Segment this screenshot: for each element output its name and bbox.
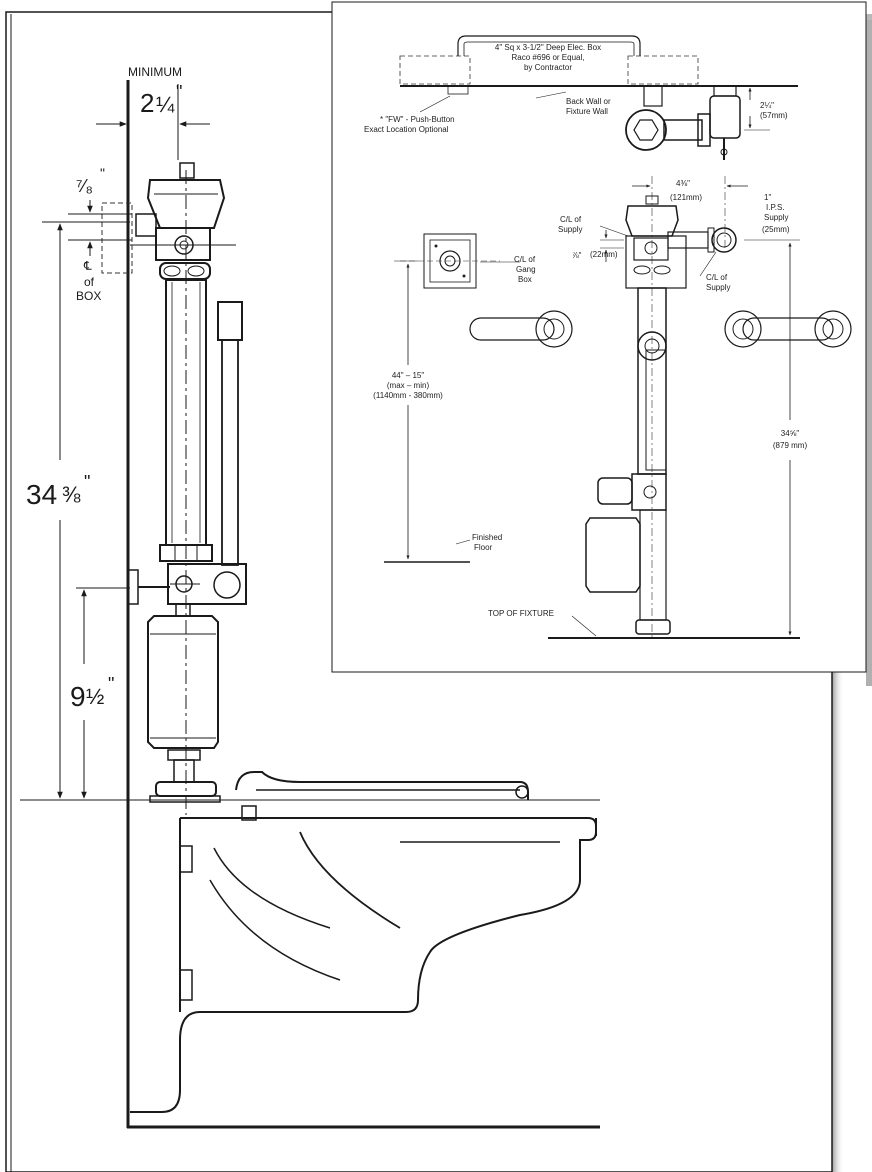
- dim-box-height-label: 44" – 15" (max – min) (1140mm - 380mm): [373, 371, 443, 400]
- svg-text:(57mm): (57mm): [760, 111, 788, 120]
- svg-text:BOX: BOX: [76, 289, 101, 303]
- dim-seven-eighths-label: ⅞" (22mm): [572, 250, 618, 260]
- svg-text:(22mm): (22mm): [590, 250, 618, 259]
- svg-text:Floor: Floor: [474, 543, 493, 552]
- svg-text:* "FW" - Push-Button: * "FW" - Push-Button: [380, 115, 455, 124]
- top-of-fixture-label: TOP OF FIXTURE: [488, 609, 554, 618]
- toilet-bowl: [130, 771, 597, 1113]
- cl-of-supply-right-label: C/L of Supply: [706, 273, 730, 292]
- svg-text:(max – min): (max – min): [387, 381, 430, 390]
- cl-of-supply-top-label: C/L of Supply: [558, 215, 582, 234]
- svg-text:MINIMUM: MINIMUM: [128, 65, 182, 79]
- dim-box-offset-label: ⁷⁄₈ ": [76, 165, 105, 196]
- push-button-note: * "FW" - Push-Button Exact Location Opti…: [364, 115, 455, 134]
- dim-fixture-height-label: 34⅝" (879 mm): [773, 429, 808, 450]
- svg-text:⁷⁄₈: ⁷⁄₈: [76, 176, 93, 196]
- svg-text:Box: Box: [518, 275, 532, 284]
- elec-box-note: 4" Sq x 3-1/2" Deep Elec. Box Raco #696 …: [495, 43, 601, 72]
- svg-text:Back Wall or: Back Wall or: [566, 97, 611, 106]
- svg-text:(25mm): (25mm): [762, 225, 790, 234]
- svg-text:Gang: Gang: [516, 265, 536, 274]
- inset-plan-view: [399, 35, 798, 160]
- minimum-label: MINIMUM: [128, 65, 182, 79]
- inset-elevation-view: [384, 176, 852, 640]
- svg-text:1": 1": [764, 193, 771, 202]
- svg-text:9: 9: [70, 681, 86, 712]
- dim-total-height-label: 34 ⅜ ": [26, 472, 90, 510]
- cl-of-box-label: ℄ of BOX: [76, 259, 101, 303]
- svg-text:2: 2: [140, 88, 154, 118]
- dim-top-offset-label: 2¼" (57mm): [760, 101, 788, 120]
- svg-text:Fixture Wall: Fixture Wall: [566, 107, 608, 116]
- svg-text:of: of: [84, 275, 95, 289]
- svg-text:(879 mm): (879 mm): [773, 441, 808, 450]
- svg-text:4" Sq x 3-1/2" Deep Elec. Box: 4" Sq x 3-1/2" Deep Elec. Box: [495, 43, 601, 52]
- svg-text:C/L of: C/L of: [706, 273, 728, 282]
- svg-text:44" – 15": 44" – 15": [392, 371, 425, 380]
- svg-text:I.P.S.: I.P.S.: [766, 203, 785, 212]
- dim-wall-offset-label: 2 ¼ ": [140, 82, 182, 118]
- svg-text:½: ½: [86, 684, 104, 709]
- svg-text:(121mm): (121mm): [670, 193, 702, 202]
- dim-supply-spacing-label: 4⅜" (121mm): [670, 179, 702, 202]
- svg-text:34: 34: [26, 479, 57, 510]
- cl-of-gang-box-label: C/L of Gang Box: [514, 255, 536, 284]
- svg-text:C/L of: C/L of: [514, 255, 536, 264]
- inset-panel: [331, 1, 872, 688]
- dim-lower-height-label: 9 ½ ": [70, 674, 114, 712]
- svg-text:": ": [100, 165, 105, 181]
- back-wall-note: Back Wall or Fixture Wall: [566, 97, 611, 116]
- svg-text:2¼": 2¼": [760, 101, 774, 110]
- svg-text:": ": [176, 82, 182, 102]
- svg-text:Raco #696 or Equal,: Raco #696 or Equal,: [512, 53, 585, 62]
- main-dimensions: [42, 84, 210, 799]
- svg-text:by Contractor: by Contractor: [524, 63, 572, 72]
- svg-text:Supply: Supply: [558, 225, 582, 234]
- svg-text:⅜: ⅜: [62, 482, 81, 507]
- svg-text:TOP OF FIXTURE: TOP OF FIXTURE: [488, 609, 554, 618]
- svg-text:Supply: Supply: [706, 283, 730, 292]
- svg-text:C/L of: C/L of: [560, 215, 582, 224]
- svg-text:Exact Location Optional: Exact Location Optional: [364, 125, 449, 134]
- svg-text:⅞": ⅞": [572, 251, 582, 260]
- svg-text:": ": [108, 674, 114, 694]
- svg-text:℄: ℄: [83, 259, 92, 273]
- finished-floor-label: Finished Floor: [472, 533, 502, 552]
- ips-supply-note: 1" I.P.S. Supply (25mm): [762, 193, 790, 234]
- svg-text:4⅜": 4⅜": [676, 179, 690, 188]
- svg-text:(1140mm - 380mm): (1140mm - 380mm): [373, 391, 443, 400]
- svg-text:¼: ¼: [156, 92, 175, 117]
- svg-text:": ": [84, 472, 90, 492]
- svg-text:Supply: Supply: [764, 213, 788, 222]
- svg-text:34⅝": 34⅝": [781, 429, 800, 438]
- svg-text:Finished: Finished: [472, 533, 502, 542]
- flush-valve: [101, 162, 247, 815]
